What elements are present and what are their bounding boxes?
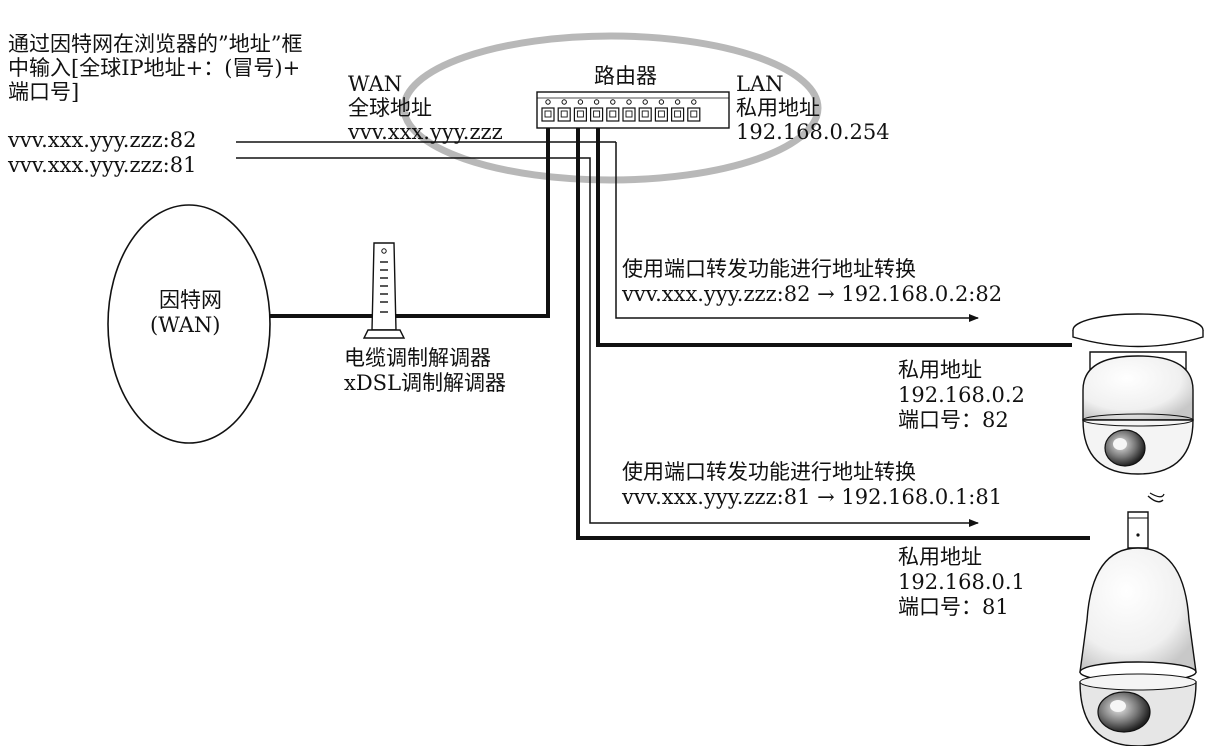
forward-81-heading: 使用端口转发功能进行地址转换: [622, 460, 916, 484]
forward-82-rule: vvv.xxx.yyy.zzz:82 → 192.168.0.2:82: [622, 282, 1003, 306]
camera-81-label: 私用地址: [898, 545, 982, 569]
router-port-socket: [657, 110, 665, 118]
modem-label-cable: 电缆调制解调器: [344, 346, 491, 370]
router-led-dot: [691, 99, 697, 105]
router-port-socket: [674, 110, 682, 118]
camera-81-ip: 192.168.0.1: [898, 570, 1025, 594]
router-ethernet-port: [606, 107, 620, 122]
camera-81-cable: [576, 118, 1090, 540]
router-port-socket: [593, 110, 601, 118]
forward-81-arrow: [578, 157, 979, 527]
router-led-dot: [545, 99, 551, 105]
router-ethernet-port: [541, 107, 555, 122]
router-ethernet-port: [589, 107, 604, 122]
camera-82-cable: [596, 118, 1072, 347]
router-ethernet-port: [622, 107, 636, 122]
dome-camera-81-icon: [1079, 492, 1197, 746]
router-ethernet-port: [654, 107, 669, 122]
router-port-socket: [576, 110, 584, 118]
router-highlight-ellipse: [400, 32, 822, 184]
router-led-dot: [610, 99, 616, 105]
internet-name: 因特网: [159, 288, 222, 312]
router-led-dot: [561, 99, 567, 105]
wan-cable: [270, 118, 550, 318]
router-ethernet-port: [573, 107, 588, 122]
camera-82-port: 端口号：82: [898, 408, 1009, 432]
instruction-line: 中输入[全球IP地址+：(冒号)+: [8, 56, 301, 80]
internet-tag: (WAN): [150, 313, 221, 337]
internet-ellipse: [107, 204, 271, 444]
router-ethernet-port: [557, 107, 571, 122]
router-port-socket: [609, 110, 617, 118]
router-port-socket: [560, 110, 568, 118]
external-url-81: vvv.xxx.yyy.zzz:81: [8, 153, 197, 177]
camera-82-label: 私用地址: [898, 358, 982, 382]
router-label: 路由器: [594, 64, 657, 88]
modem-icon: [362, 242, 406, 339]
dome-camera-82-icon: [1072, 313, 1204, 475]
forward-82-arrow: [615, 142, 979, 322]
instruction-text: 通过因特网在浏览器的”地址”框 中输入[全球IP地址+：(冒号)+ 端口号]: [8, 32, 302, 104]
camera-81-port: 端口号：81: [898, 595, 1009, 619]
lan-address: 192.168.0.254: [736, 120, 890, 144]
router-led-dot: [658, 99, 665, 105]
instruction-line: 通过因特网在浏览器的”地址”框: [8, 32, 303, 56]
router-icon: [536, 91, 730, 129]
router-led-dot: [593, 99, 600, 105]
router-ethernet-port: [638, 107, 652, 122]
wan-title: WAN: [348, 72, 403, 96]
forward-81-rule: vvv.xxx.yyy.zzz:81 → 192.168.0.1:81: [622, 485, 1003, 509]
router-ethernet-port: [687, 107, 701, 122]
router-port-socket: [641, 110, 649, 118]
instruction-line: 端口号]: [8, 80, 80, 104]
modem-label-xdsl: xDSL调制解调器: [344, 371, 507, 395]
router-led-dot: [577, 99, 584, 105]
router-led-dot: [626, 99, 632, 105]
router-ports: [541, 99, 701, 122]
router-port-socket: [544, 110, 552, 118]
wan-address: vvv.xxx.yyy.zzz: [348, 120, 503, 144]
router-port-socket: [690, 110, 698, 118]
camera-82-ip: 192.168.0.2: [898, 383, 1025, 407]
router-port-socket: [625, 110, 633, 118]
lan-subtitle: 私用地址: [736, 96, 820, 120]
lan-title: LAN: [736, 72, 784, 96]
router-ethernet-port: [670, 107, 685, 122]
external-url-82: vvv.xxx.yyy.zzz:82: [8, 128, 197, 152]
forward-82-heading: 使用端口转发功能进行地址转换: [622, 257, 916, 281]
wan-subtitle: 全球地址: [348, 96, 432, 120]
router-led-dot: [674, 99, 681, 105]
router-led-dot: [642, 99, 648, 105]
